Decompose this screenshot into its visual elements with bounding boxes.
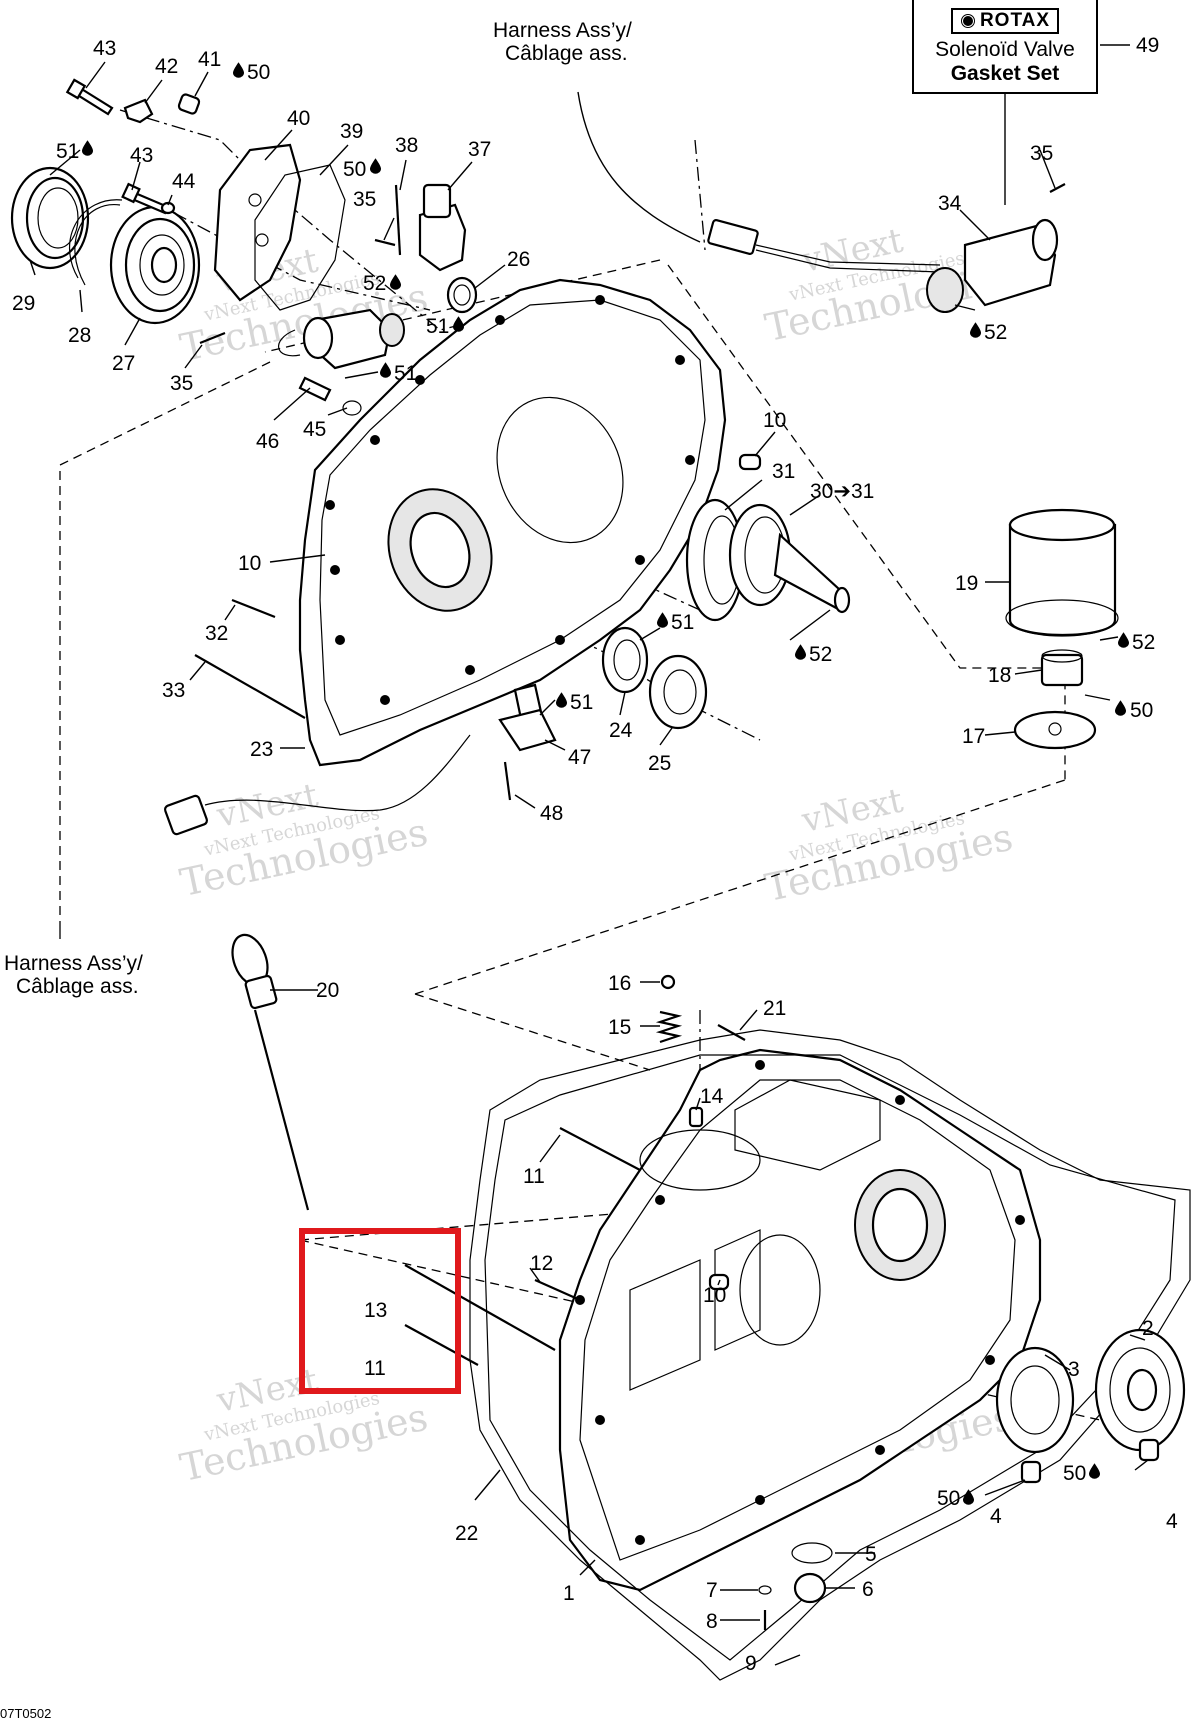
callout-38: 38 [395,134,418,157]
callout-4: 4 [1166,1510,1178,1533]
callout-2: 2 [1142,1317,1154,1340]
harness-left-line1: Harness Ass’y/ [4,952,143,975]
callout-50: 50 [247,61,270,84]
callout-50: 50 [343,158,366,181]
callout-40: 40 [287,107,310,130]
callout-27: 27 [112,352,135,375]
callout-51: 51 [570,691,593,714]
callout-18: 18 [988,664,1011,687]
callout-43: 43 [93,37,116,60]
upper-left-parts [10,78,478,416]
rotax-brand: ROTAX [979,10,1051,31]
callout-26: 26 [507,248,530,271]
harness-top-line1: Harness Ass’y/ [493,19,632,42]
callout-10: 10 [703,1284,726,1307]
callout-37: 37 [468,138,491,161]
callout-44: 44 [172,170,196,193]
lower-crankcase [558,1048,1042,1592]
callout-14: 14 [700,1085,724,1108]
gasket-set-line2: Gasket Set [950,62,1060,85]
callout-35: 35 [353,188,376,211]
callout-9: 9 [745,1652,757,1675]
callout-11: 11 [364,1357,386,1380]
harness-top-line2: Câblage ass. [505,42,628,65]
callout-52: 52 [1132,631,1155,654]
callout-17: 17 [962,725,985,748]
rotax-gear-icon [959,13,976,29]
callout-21: 21 [763,997,786,1020]
gasket-set-line1: Solenoïd Valve [935,38,1075,61]
callout-4: 4 [990,1505,1002,1528]
callout-42: 42 [155,55,178,78]
callout-48: 48 [540,802,563,825]
gasket-set-box: ROTAX Solenoïd Valve Gasket Set [912,0,1098,94]
upper-crankcase-cover [298,278,727,767]
callout-52: 52 [984,321,1007,344]
callout-6: 6 [862,1578,874,1601]
upper-right-parts [163,183,1119,836]
callout-45: 45 [303,418,326,441]
callout-8: 8 [706,1610,718,1633]
callout-34: 34 [938,192,962,215]
callout-13: 13 [364,1299,387,1322]
callout-29: 29 [12,292,35,315]
callout-15: 15 [608,1016,631,1039]
callout-19: 19 [955,572,978,595]
callout-51: 51 [671,611,694,634]
callout-35: 35 [1030,142,1053,165]
callout-32: 32 [205,622,228,645]
callout-50: 50 [1130,699,1153,722]
callout-7: 7 [706,1579,718,1602]
callout-30-to-31: 30➔31 [810,480,874,503]
callout-39: 39 [340,120,363,143]
callout-5: 5 [865,1543,877,1566]
callout-46: 46 [256,430,279,453]
callout-25: 25 [648,752,671,775]
callout-51: 51 [426,315,449,338]
crankcase-gasket-inner [484,1054,1176,1661]
callout-1: 1 [563,1582,575,1605]
callout-28: 28 [68,324,91,347]
rotax-logo: ROTAX [951,8,1059,34]
reference-code: 07T0502 [0,1706,52,1721]
callout-20: 20 [316,979,339,1002]
leader-lines [29,44,1149,1666]
callout-51: 51 [56,140,79,163]
callout-33: 33 [162,679,185,702]
callout-11: 11 [523,1165,545,1188]
callout-49: 49 [1136,34,1159,57]
callout-50: 50 [937,1487,960,1510]
callout-52: 52 [363,272,386,295]
callout-50: 50 [1063,1462,1086,1485]
callout-3: 3 [1068,1358,1080,1381]
highlight-box [299,1228,461,1394]
callout-16: 16 [608,972,631,995]
callout-52: 52 [809,643,832,666]
callout-35: 35 [170,372,193,395]
callout-10: 10 [763,409,786,432]
callout-51: 51 [394,362,417,385]
harness-left-line2: Câblage ass. [16,975,139,998]
crankcase-gasket [469,1029,1191,1681]
harness-label-left: Harness Ass’y/ Câblage ass. [4,952,143,998]
callout-31: 31 [772,460,795,483]
callout-labels: 43 42 41 50 51 43 44 40 39 38 50 37 35 2… [12,37,1178,1675]
callout-41: 41 [198,48,221,71]
callout-43: 43 [130,144,153,167]
callout-23: 23 [250,738,273,761]
harness-label-top: Harness Ass’y/ Câblage ass. [493,19,632,65]
callout-24: 24 [609,719,633,742]
lower-left-parts [231,933,1186,1630]
callout-12: 12 [530,1252,553,1275]
callout-22: 22 [455,1522,478,1545]
callout-10: 10 [238,552,261,575]
callout-47: 47 [568,746,591,769]
